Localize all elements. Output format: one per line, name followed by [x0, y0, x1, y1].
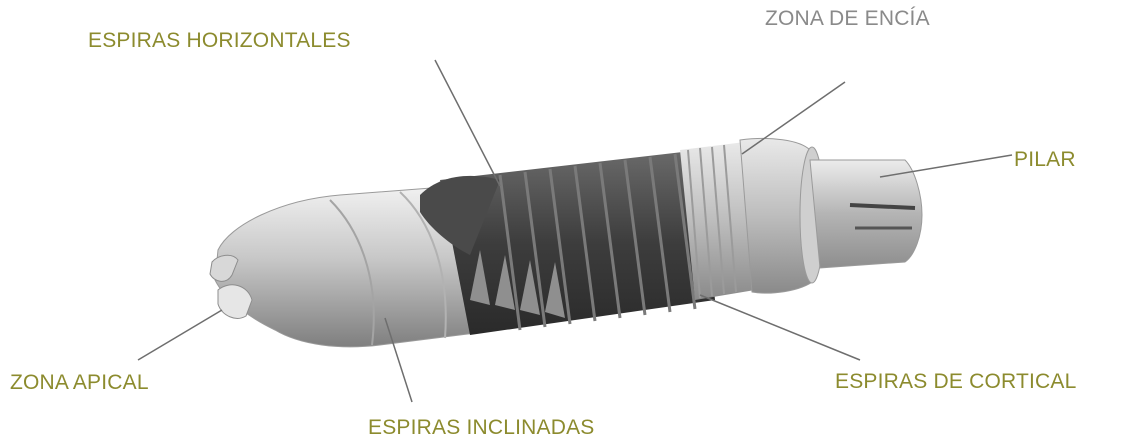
leader-espiras-cortical: [699, 294, 861, 361]
label-espiras-inclinadas: ESPIRAS INCLINADAS: [368, 416, 595, 439]
threaded-body: [420, 150, 715, 335]
leader-pilar: [879, 154, 1013, 178]
leader-zona-apical: [137, 309, 223, 361]
abutment: [809, 159, 923, 269]
cortical-rings: [680, 142, 755, 300]
leader-zona-encia: [741, 81, 846, 155]
label-zona-apical: ZONA APICAL: [10, 371, 149, 394]
leader-espiras-inclinadas: [384, 317, 413, 403]
label-pilar: PILAR: [1014, 148, 1076, 171]
label-zona-encia: ZONA DE ENCÍA: [765, 7, 930, 30]
leader-lines: [137, 59, 1013, 403]
apical-tip: [209, 184, 501, 348]
label-espiras-cortical: ESPIRAS DE CORTICAL: [835, 370, 1077, 393]
label-espiras-horizontales: ESPIRAS HORIZONTALES: [88, 29, 351, 52]
leader-espiras-horizontales: [434, 59, 501, 187]
